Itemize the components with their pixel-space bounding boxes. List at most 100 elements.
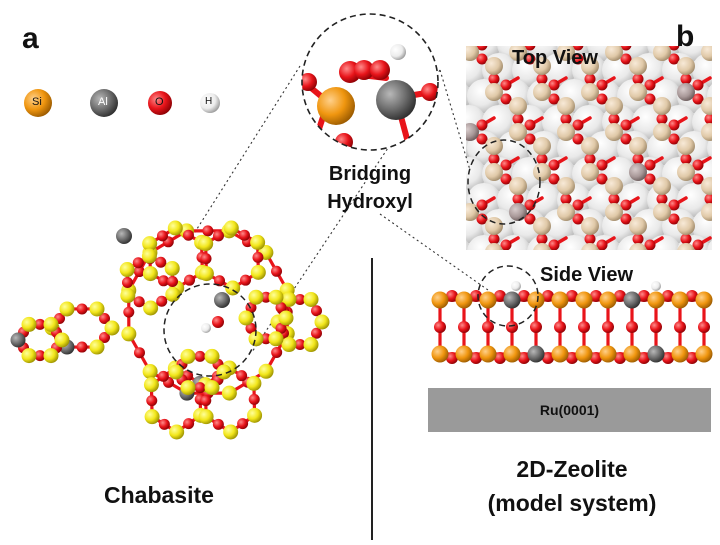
oxygen-atom [158, 371, 169, 382]
oxygen-atom [585, 74, 596, 85]
oxygen-atom [77, 342, 88, 353]
oxygen-atom [237, 418, 248, 429]
silicon-atom [90, 340, 105, 355]
oxygen-atom [200, 395, 211, 406]
oxygen-atom [482, 321, 494, 333]
silicon-atom [533, 83, 551, 101]
silicon-atom [696, 346, 713, 363]
oxygen-atom [633, 74, 644, 85]
silicon-atom [165, 287, 180, 302]
oxygen-atom [537, 74, 548, 85]
oxygen-atom [489, 74, 500, 85]
silicon-atom [461, 43, 479, 61]
oxygen-atom [134, 296, 145, 307]
oxygen-atom [717, 120, 720, 131]
silicon-atom [480, 292, 497, 309]
oxygen-atom [146, 395, 157, 406]
silicon-atom [533, 163, 551, 181]
silicon-atom [55, 333, 70, 348]
silicon-atom [653, 203, 671, 221]
silicon-atom [198, 236, 213, 251]
oxygen-atom [249, 394, 260, 405]
oxygen-atom [650, 321, 662, 333]
silicon-atom [485, 57, 503, 75]
top-view-label: Top View [512, 47, 598, 70]
ru-substrate-label: Ru(0001) [428, 388, 711, 432]
zeolite-caption: 2D-Zeolite (model system) [452, 452, 692, 520]
oxygen-atom [597, 254, 608, 265]
panel-label-b: b [676, 20, 694, 54]
ru-atom [437, 183, 471, 217]
silicon-atom [120, 288, 135, 303]
zeolite-caption-line1: 2D-Zeolite [452, 452, 692, 486]
silicon-atom [485, 163, 503, 181]
ru-atom [437, 131, 471, 165]
panel-label-a: a [22, 22, 39, 56]
silicon-atom [282, 337, 297, 352]
silicon-atom [701, 177, 719, 195]
silicon-atom [44, 317, 59, 332]
silicon-atom [576, 346, 593, 363]
silicon-atom [701, 43, 719, 61]
aluminum-atom [461, 123, 479, 141]
silicon-atom [677, 217, 695, 235]
oxygen-atom [717, 40, 720, 51]
silicon-atom [629, 137, 647, 155]
silicon-atom [461, 203, 479, 221]
silicon-atom [629, 83, 647, 101]
silicon-atom [90, 301, 105, 316]
silicon-atom [600, 346, 617, 363]
oxygen-atom [561, 194, 572, 205]
silicon-atom [456, 292, 473, 309]
silicon-atom [224, 221, 239, 236]
silicon-atom [653, 257, 671, 275]
oxygen-atom [77, 303, 88, 314]
aluminum-atom [648, 346, 665, 363]
oxygen-atom [585, 234, 596, 245]
silicon-atom [581, 83, 599, 101]
oxygen-atom [674, 321, 686, 333]
side-view-label: Side View [540, 264, 633, 287]
silicon-atom [144, 377, 159, 392]
oxygen-atom [609, 114, 620, 125]
ru-atom [437, 235, 471, 269]
hydroxyl-line: Hydroxyl [300, 188, 440, 216]
silicon-atom [504, 346, 521, 363]
aluminum-atom [677, 83, 695, 101]
oxygen-atom [530, 321, 542, 333]
silicon-atom [605, 177, 623, 195]
oxygen-atom [155, 257, 166, 268]
oxygen-atom [537, 154, 548, 165]
oxygen-atom [554, 321, 566, 333]
silicon-atom [701, 257, 719, 275]
aluminum-atom [504, 292, 521, 309]
silicon-atom [143, 266, 158, 281]
silicon-atom [199, 266, 214, 281]
hydrogen-atom [511, 281, 521, 291]
silicon-atom [246, 376, 261, 391]
chabasite-framework [11, 221, 330, 440]
silicon-atom [279, 311, 294, 326]
oxygen-atom [184, 275, 195, 286]
oxygen-atom [183, 418, 194, 429]
silicon-atom [701, 203, 719, 221]
oxygen-atom [213, 419, 224, 430]
oxygen-atom [513, 114, 524, 125]
silicon-atom [509, 123, 527, 141]
oxygen-atom [693, 254, 704, 265]
silicon-atom [605, 123, 623, 141]
oxygen-atom [252, 252, 263, 263]
legend-o-label: O [155, 96, 164, 108]
zeolite-caption-line2: (model system) [452, 486, 692, 520]
silicon-atom [143, 300, 158, 315]
oxygen-atom [645, 254, 656, 265]
silicon-atom [600, 292, 617, 309]
oxygen-atom [705, 194, 716, 205]
silicon-atom [653, 177, 671, 195]
silicon-atom [169, 424, 184, 439]
oxygen-atom [513, 194, 524, 205]
silicon-atom [259, 364, 274, 379]
silicon-atom [653, 123, 671, 141]
oxygen-atom [489, 154, 500, 165]
aluminum-atom [624, 292, 641, 309]
